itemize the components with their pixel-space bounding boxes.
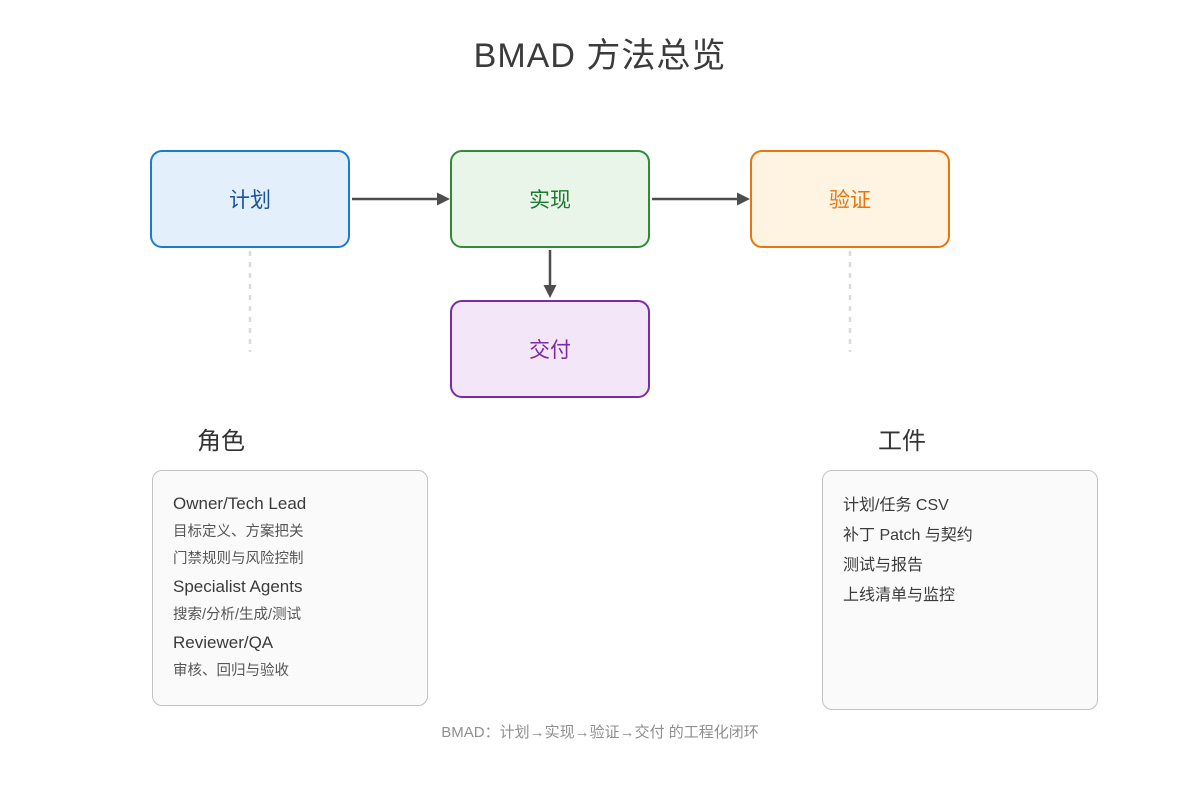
artifacts-section-heading: 工件 [878, 428, 926, 455]
artifacts-card: 计划/任务 CSV 补丁 Patch 与契约 测试与报告 上线清单与监控 [822, 470, 1098, 710]
role-title: Specialist Agents [173, 577, 303, 596]
edge-plan-to-implement [352, 192, 450, 206]
edge-implement-to-verify [652, 192, 750, 206]
role-detail: 门禁规则与风险控制 [173, 551, 304, 567]
edge-implement-to-deliver [543, 250, 557, 298]
role-title: Owner/Tech Lead [173, 494, 307, 513]
artifact-item: 补丁 Patch 与契约 [843, 527, 973, 544]
flow-node-deliver: 交付 [450, 300, 650, 398]
flow-node-verify: 验证 [750, 150, 950, 248]
flow-node-plan: 计划 [150, 150, 350, 248]
artifact-item: 上线清单与监控 [843, 587, 956, 604]
flow-node-label: 验证 [829, 189, 871, 212]
arrowhead-icon [543, 285, 557, 298]
arrowhead-icon [437, 192, 450, 206]
footer-caption: BMAD：计划→实现→验证→交付 的工程化闭环 [441, 724, 759, 741]
flow-node-label: 交付 [529, 339, 571, 362]
flow-node-label: 实现 [529, 189, 571, 212]
role-title: Reviewer/QA [173, 633, 274, 652]
role-detail: 搜索/分析/生成/测试 [173, 607, 302, 623]
artifact-item: 测试与报告 [843, 557, 924, 574]
roles-card: Owner/Tech Lead 目标定义、方案把关 门禁规则与风险控制 Spec… [152, 470, 428, 706]
arrowhead-icon [737, 192, 750, 206]
flow-node-label: 计划 [229, 189, 271, 212]
flow-node-implement: 实现 [450, 150, 650, 248]
page-title: BMAD 方法总览 [473, 37, 727, 75]
roles-section-heading: 角色 [197, 428, 245, 455]
role-detail: 目标定义、方案把关 [173, 524, 304, 540]
role-detail: 审核、回归与验收 [173, 663, 289, 679]
artifact-item: 计划/任务 CSV [843, 497, 949, 514]
